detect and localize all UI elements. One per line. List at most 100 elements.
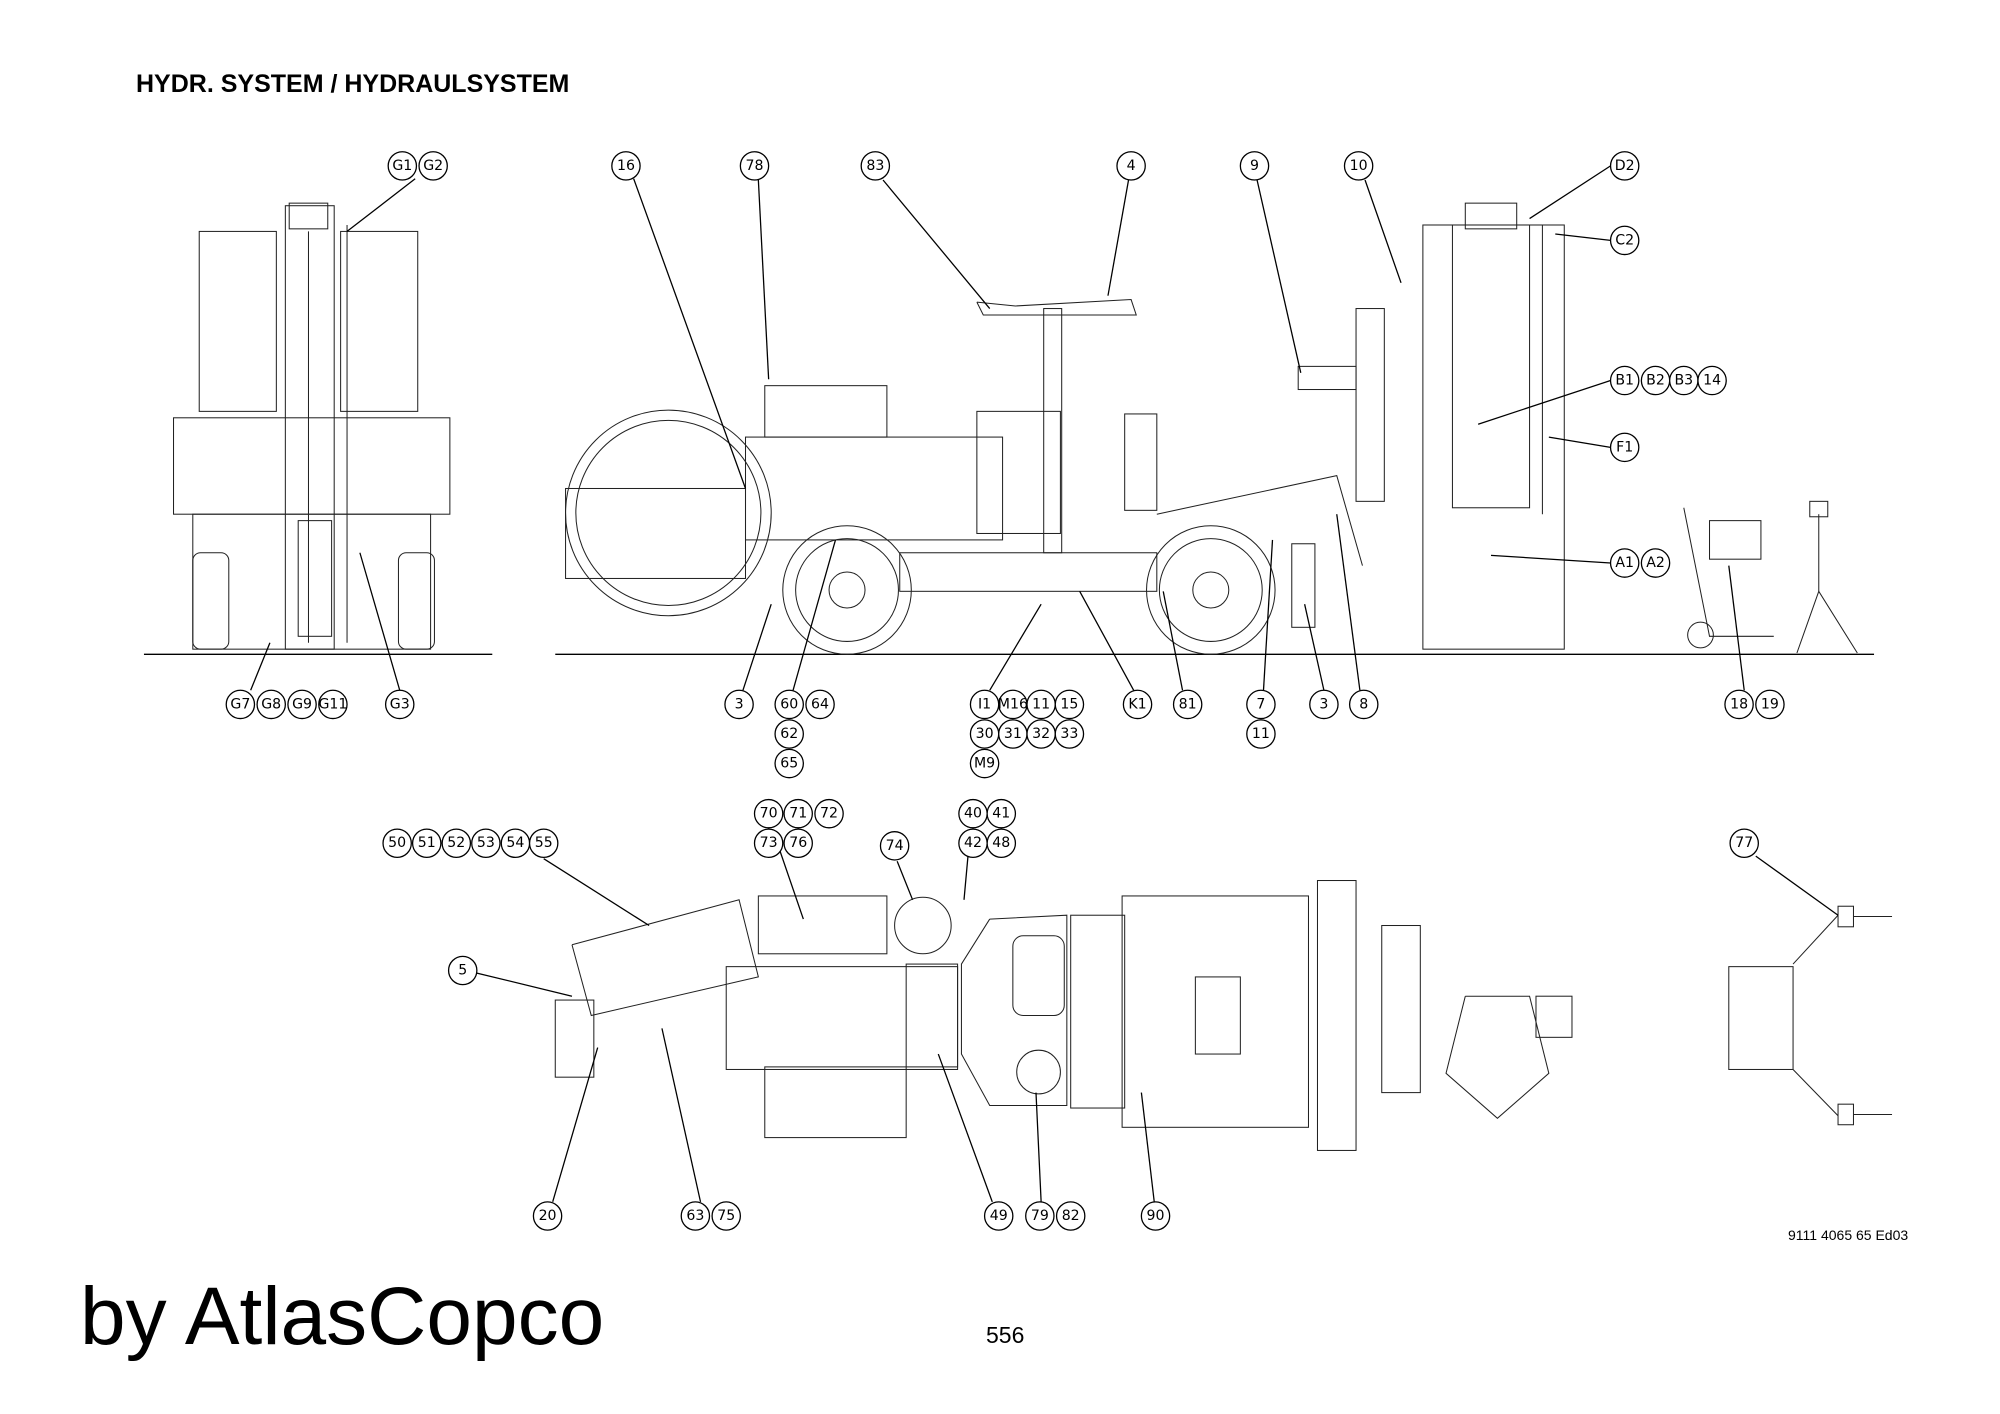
callout-40: 40	[958, 798, 988, 829]
callout-81: 81	[1172, 689, 1203, 720]
callout-label: 5	[458, 962, 467, 978]
leader-line	[1555, 233, 1611, 242]
callout-51: 51	[411, 828, 442, 859]
callout-70: 70	[753, 798, 784, 829]
callout-label: M9	[974, 756, 995, 772]
callout-g3: G3	[384, 689, 415, 720]
callout-g9: G9	[287, 689, 317, 720]
callout-32: 32	[1026, 719, 1056, 749]
leader-line	[1548, 436, 1611, 448]
callout-label: 11	[1032, 696, 1050, 712]
callout-16: 16	[611, 151, 641, 181]
callout-15: 15	[1054, 689, 1085, 720]
callout-label: 90	[1147, 1208, 1165, 1224]
callout-c2: C2	[1609, 225, 1640, 256]
callout-73: 73	[753, 828, 784, 859]
callout-label: 3	[1319, 696, 1328, 712]
callout-i1: I1	[969, 689, 1000, 720]
callout-41: 41	[986, 798, 1017, 829]
callout-49: 49	[983, 1201, 1014, 1231]
callout-label: 10	[1350, 158, 1368, 174]
callout-label: 4	[1127, 158, 1136, 174]
callout-label: C2	[1615, 232, 1634, 248]
callout-19: 19	[1755, 689, 1785, 720]
leader-line	[1477, 379, 1611, 425]
leader-line	[476, 972, 573, 997]
callout-label: 48	[992, 835, 1010, 851]
callout-g2: G2	[418, 151, 448, 181]
callout-65: 65	[774, 748, 804, 779]
callout-label: 16	[617, 158, 635, 174]
callout-18: 18	[1724, 689, 1754, 720]
callout-label: 42	[964, 835, 982, 851]
callout-b2: B2	[1640, 365, 1671, 396]
callout-label: 14	[1703, 373, 1721, 389]
callout-label: 65	[780, 756, 798, 772]
front-view-rig	[173, 202, 451, 650]
callout-76: 76	[783, 828, 813, 859]
callout-50: 50	[382, 828, 412, 859]
callout-label: G3	[390, 696, 410, 712]
page-number: 556	[986, 1322, 1025, 1348]
callout-m9: M9	[969, 748, 1000, 779]
callout-label: 76	[789, 835, 807, 851]
leader-line	[1256, 179, 1302, 373]
callout-8: 8	[1348, 689, 1379, 720]
callout-label: 9	[1250, 158, 1259, 174]
callout-20: 20	[532, 1201, 563, 1231]
callout-label: 3	[735, 696, 744, 712]
callout-4: 4	[1116, 151, 1146, 181]
callout-77: 77	[1729, 828, 1759, 859]
callout-82: 82	[1055, 1201, 1086, 1231]
callout-label: K1	[1128, 696, 1146, 712]
callout-g8: G8	[256, 689, 286, 720]
leader-line	[543, 858, 650, 927]
callout-label: 64	[811, 696, 829, 712]
callout-11: 11	[1246, 719, 1276, 749]
callout-label: 30	[976, 726, 994, 742]
leader-line	[792, 539, 837, 691]
leader-line	[359, 552, 401, 691]
callout-label: 79	[1031, 1208, 1049, 1224]
callout-label: 75	[717, 1208, 735, 1224]
leader-line	[1162, 591, 1184, 691]
callout-33: 33	[1054, 719, 1085, 749]
callout-5: 5	[447, 955, 478, 986]
callout-label: 54	[506, 835, 524, 851]
leader-line	[1490, 554, 1611, 564]
leader-line	[661, 1028, 702, 1202]
callout-label: 62	[780, 726, 798, 742]
callout-label: 11	[1252, 726, 1270, 742]
callout-label: 60	[780, 696, 798, 712]
callout-label: 63	[686, 1208, 704, 1224]
callout-label: 82	[1062, 1208, 1080, 1224]
callout-label: 31	[1004, 726, 1022, 742]
callout-label: B1	[1615, 373, 1634, 389]
callout-label: 53	[477, 835, 495, 851]
callout-54: 54	[500, 828, 531, 859]
callout-label: 77	[1735, 835, 1753, 851]
callout-label: A2	[1646, 555, 1665, 571]
callout-7: 7	[1246, 689, 1276, 720]
callout-11: 11	[1026, 689, 1056, 720]
callout-72: 72	[814, 798, 844, 829]
callout-52: 52	[441, 828, 472, 859]
leader-line	[989, 603, 1042, 691]
callout-label: 52	[447, 835, 465, 851]
callout-label: 40	[964, 806, 982, 822]
callout-g11: G11	[318, 689, 348, 720]
callout-55: 55	[528, 828, 559, 859]
callout-label: 74	[886, 838, 904, 854]
leader-lines	[250, 165, 1839, 1203]
callout-63: 63	[680, 1201, 711, 1231]
callout-label: 7	[1256, 696, 1265, 712]
callout-label: 71	[789, 806, 807, 822]
leader-line	[882, 179, 991, 309]
callout-a2: A2	[1640, 548, 1671, 578]
callout-label: G11	[318, 696, 347, 712]
callout-label: 73	[760, 835, 778, 851]
leader-line	[1364, 179, 1402, 284]
callout-label: G7	[230, 696, 250, 712]
remote-control-and-stand	[1683, 500, 1858, 654]
callout-31: 31	[998, 719, 1028, 749]
